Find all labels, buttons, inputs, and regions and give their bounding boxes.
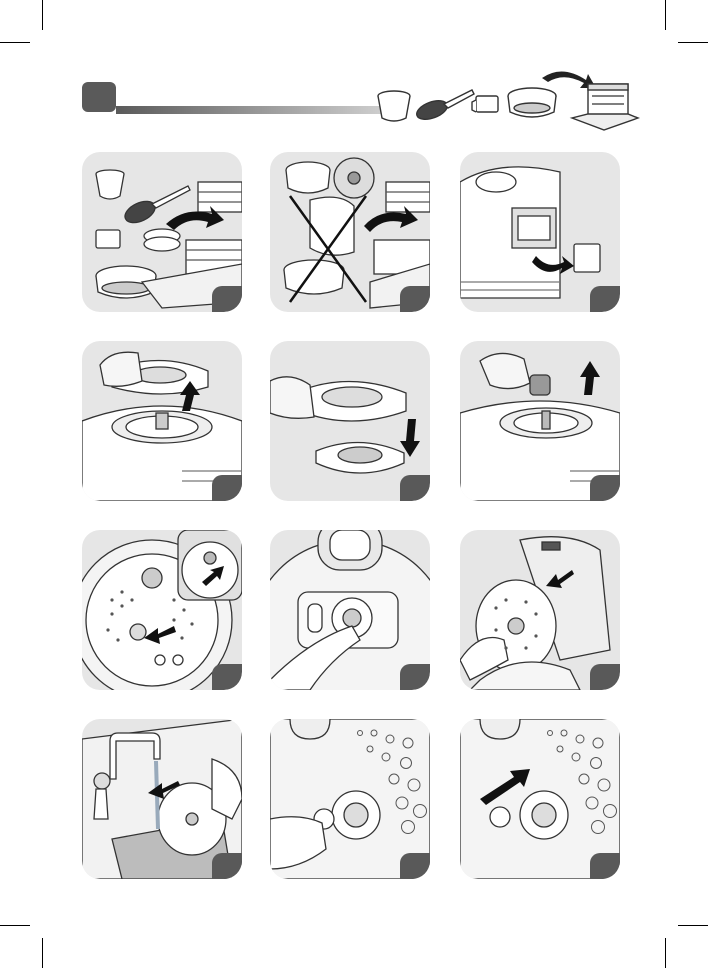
- panel-rinse-lid-under-tap: [82, 719, 242, 879]
- crop-mark: [42, 938, 43, 968]
- panel-dishwasher-safe-accessories: [82, 152, 242, 312]
- measuring-cup-icon: [378, 91, 410, 121]
- spatula-icon: [414, 90, 474, 123]
- panel-separate-valve-parts: [270, 341, 430, 501]
- crop-mark: [665, 0, 666, 30]
- panel-refit-seal: [460, 719, 620, 879]
- crop-mark: [42, 0, 43, 30]
- section-header: [82, 66, 642, 136]
- panel-press-valve-center: [270, 530, 430, 690]
- crop-mark: [0, 42, 30, 43]
- panel-not-dishwasher-safe-parts: [270, 152, 430, 312]
- inner-lid-icon: [472, 96, 498, 112]
- panel-remove-condensation-collector: [460, 152, 620, 312]
- header-accessories: [372, 66, 642, 136]
- crop-mark: [678, 42, 708, 43]
- header-rule: [116, 106, 406, 114]
- panel-remove-seal: [270, 719, 430, 879]
- steam-basket-icon: [508, 88, 556, 117]
- panel-remove-inner-lid: [82, 530, 242, 690]
- panel-reinsert-inner-lid: [460, 530, 620, 690]
- panel-pull-valve-cap: [460, 341, 620, 501]
- panel-lift-steam-valve: [82, 341, 242, 501]
- step-badge: [82, 82, 116, 112]
- crop-mark: [665, 938, 666, 968]
- crop-mark: [678, 925, 708, 926]
- crop-mark: [0, 925, 30, 926]
- dishwasher-icon: [572, 84, 638, 130]
